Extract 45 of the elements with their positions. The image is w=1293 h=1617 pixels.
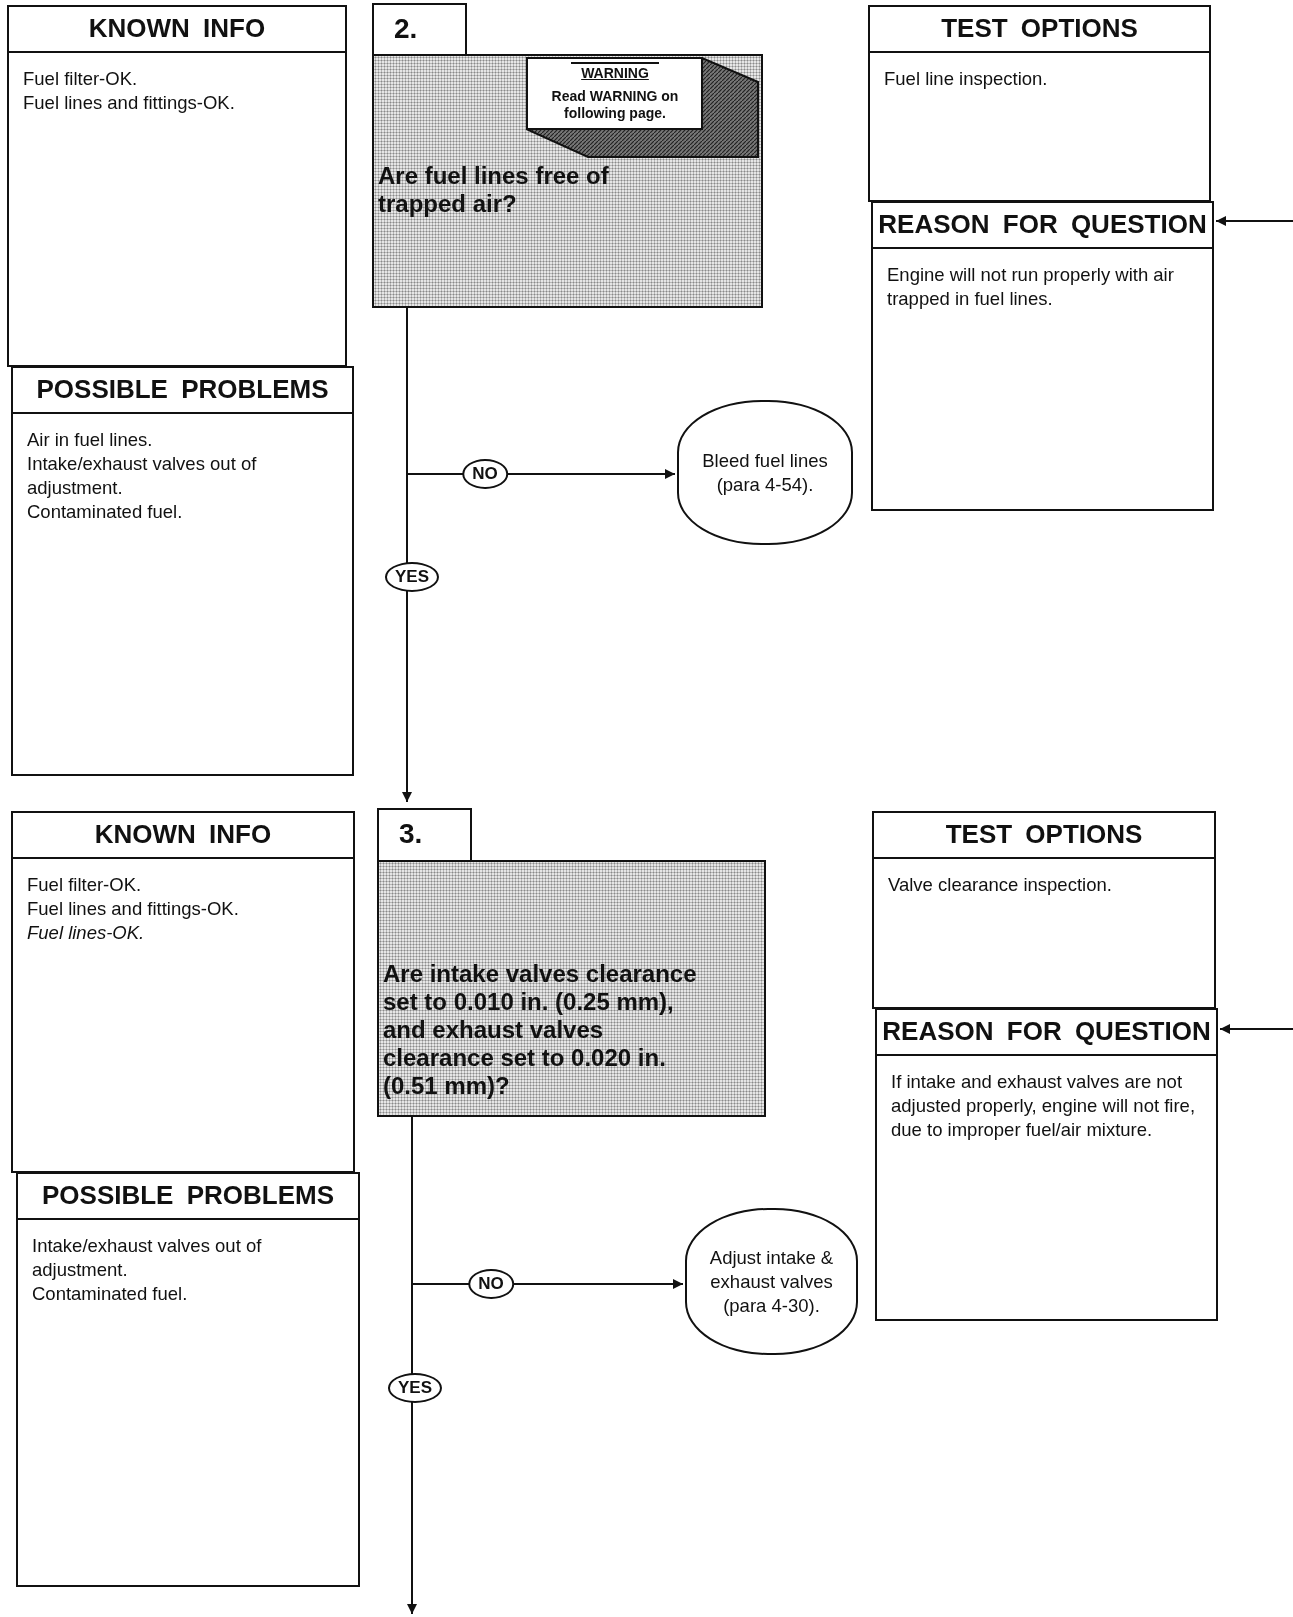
action-terminal: Bleed fuel lines (para 4-54). bbox=[677, 400, 853, 545]
info-panel bbox=[871, 201, 1214, 511]
panel-heading: KNOWN INFO bbox=[13, 813, 353, 859]
panel-text: Fuel filter-OK. bbox=[23, 67, 139, 91]
panel-text: Fuel filter-OK. bbox=[27, 873, 143, 897]
panel-text: If intake and exhaust valves are not adjusted properly, engine will not fire, due to improper fuel/air mixture. bbox=[891, 1070, 1197, 1142]
arrow bbox=[1219, 1024, 1293, 1034]
info-panel bbox=[16, 1172, 360, 1587]
panel-heading: POSSIBLE PROBLEMS bbox=[18, 1174, 358, 1220]
panel-text: Intake/exhaust valves out of adjustment. bbox=[32, 1234, 263, 1282]
info-panel bbox=[11, 811, 355, 1173]
panel-heading: KNOWN INFO bbox=[9, 7, 345, 53]
edge-label: YES bbox=[388, 1373, 442, 1403]
panel-heading: TEST OPTIONS bbox=[874, 813, 1214, 859]
info-panel bbox=[7, 5, 347, 367]
panel-text: Fuel lines and fittings-OK. bbox=[27, 897, 240, 921]
question-text: Are fuel lines free of trapped air? bbox=[378, 162, 610, 218]
info-panel bbox=[868, 5, 1211, 202]
question-text: Are intake valves clearance set to 0.010 in. (0.25 mm), and exhaust valves clearance set to 0.020 in. (0.51 mm)? bbox=[383, 960, 698, 1100]
info-panel bbox=[11, 366, 354, 776]
panel-text: Intake/exhaust valves out of adjustment. bbox=[27, 452, 258, 500]
panel-text: Air in fuel lines. bbox=[27, 428, 154, 452]
panel-text: Valve clearance inspection. bbox=[888, 873, 1113, 897]
panel-text: Fuel lines-OK. bbox=[27, 921, 146, 945]
edge-label: NO bbox=[462, 459, 508, 489]
info-panel bbox=[875, 1008, 1218, 1321]
panel-heading: POSSIBLE PROBLEMS bbox=[13, 368, 352, 414]
warning-text: Read WARNING on following page. bbox=[550, 88, 680, 122]
warning-note bbox=[526, 57, 760, 159]
panel-text: Fuel line inspection. bbox=[884, 67, 1049, 91]
panel-text: Fuel lines and fittings-OK. bbox=[23, 91, 236, 115]
info-panel bbox=[872, 811, 1216, 1009]
step-number-tab: 2. bbox=[372, 3, 467, 56]
edge-label: YES bbox=[385, 562, 439, 592]
panel-heading: REASON FOR QUESTION bbox=[873, 203, 1212, 249]
step-number-tab: 3. bbox=[377, 808, 472, 862]
panel-text: Contaminated fuel. bbox=[32, 1282, 189, 1306]
panel-heading: REASON FOR QUESTION bbox=[877, 1010, 1216, 1056]
action-terminal: Adjust intake & exhaust valves (para 4-30). bbox=[685, 1208, 858, 1355]
arrow bbox=[1215, 216, 1293, 226]
warning-heading: WARNING bbox=[571, 62, 659, 81]
panel-text: Engine will not run properly with air trapped in fuel lines. bbox=[887, 263, 1175, 311]
panel-text: Contaminated fuel. bbox=[27, 500, 184, 524]
edge-label: NO bbox=[468, 1269, 514, 1299]
panel-heading: TEST OPTIONS bbox=[870, 7, 1209, 53]
